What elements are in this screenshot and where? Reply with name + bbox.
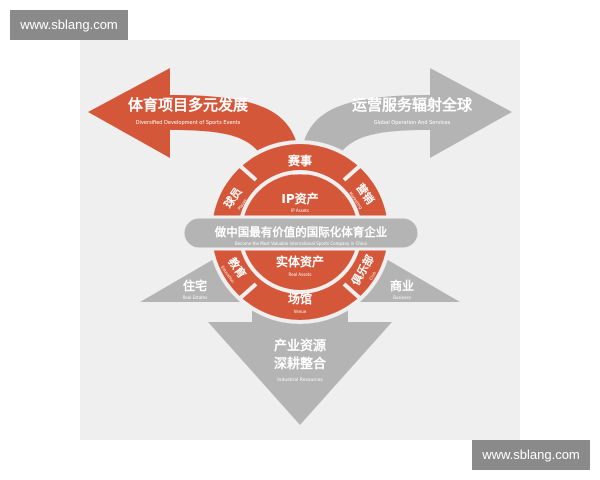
ip-subtitle: IP Assets — [291, 208, 309, 213]
right-arrow — [300, 68, 512, 170]
center-subtitle: Become the Most Valuable International S… — [235, 241, 368, 246]
watermark-top-overlay: www.sblang.com — [10, 10, 128, 40]
residential-subtitle: Real Estates — [183, 295, 208, 300]
watermark-bottom: www.sblang.com — [472, 440, 590, 470]
real-assets-subtitle: Real Assets — [289, 272, 312, 277]
left-arrow-title: 体育项目多元发展 — [128, 96, 248, 114]
events-title: 赛事 — [287, 153, 312, 168]
left-arrow-subtitle: Diversified Development of Sports Events — [136, 120, 241, 126]
business-subtitle: Business — [393, 295, 411, 300]
club-subtitle: Club — [368, 270, 377, 281]
events-subtitle: Events — [293, 171, 307, 176]
center-band — [181, 215, 421, 251]
left-arrow — [88, 68, 300, 170]
residential-title: 住宅 — [183, 278, 207, 293]
ip-title: IP资产 — [281, 191, 318, 206]
business-title: 商业 — [390, 278, 414, 293]
player-subtitle: Player — [237, 197, 248, 210]
right-arrow-title: 运营服务辐射全球 — [352, 96, 473, 114]
venue-subtitle: Venue — [294, 309, 307, 314]
ring-dividers — [236, 162, 364, 302]
center-title: 做中国最有价值的国际化体育企业 — [214, 225, 388, 239]
right-arrow-subtitle: Global Operation And Services — [374, 120, 451, 126]
bottom-arrow-line1: 产业资源 — [274, 338, 326, 354]
bottom-arrow — [208, 290, 392, 425]
bottom-arrow-subtitle: Industrial Resources — [277, 377, 323, 383]
venue-title: 场馆 — [288, 291, 312, 306]
bottom-arrow-line2: 深耕整合 — [274, 356, 327, 372]
real-assets-title: 实体资产 — [276, 254, 324, 269]
